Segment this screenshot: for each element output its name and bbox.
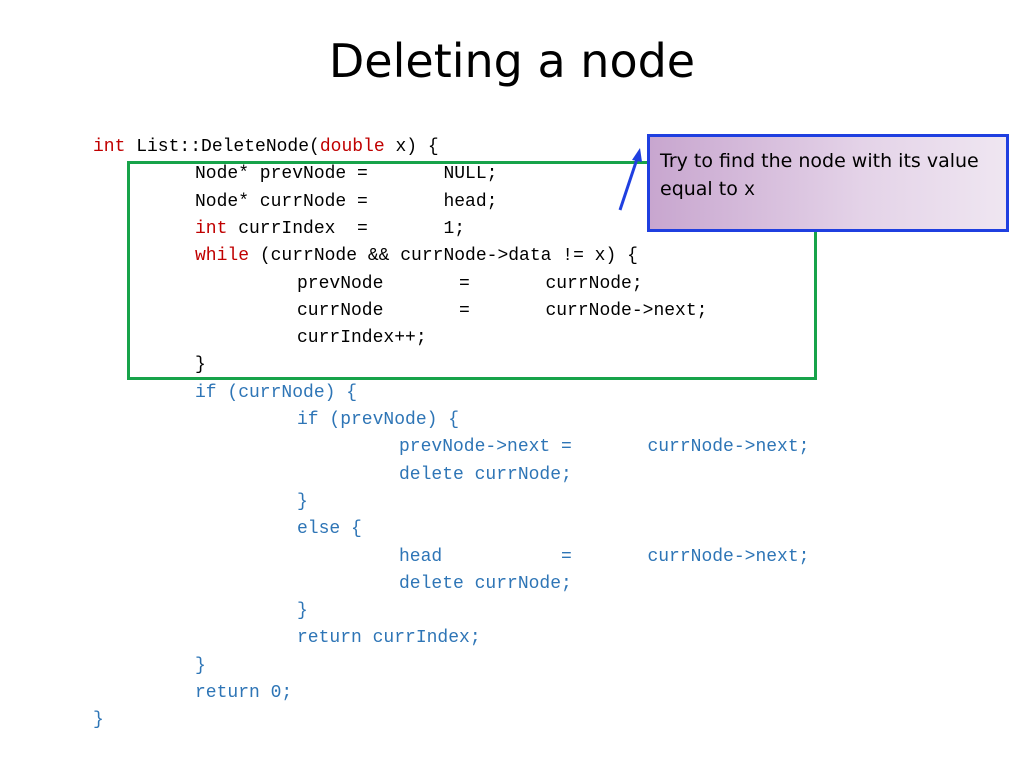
code-token: } (297, 601, 308, 622)
code-token: currNode = currNode->next; (297, 300, 708, 321)
code-line: delete currNode; (399, 571, 572, 598)
code-line: prevNode = currNode; (297, 271, 643, 298)
code-line: } (297, 489, 308, 516)
slide-title: Deleting a node (328, 34, 696, 88)
code-token: } (195, 655, 206, 676)
code-token: currIndex = 1; (227, 218, 466, 239)
code-line: Node* currNode = head; (195, 189, 497, 216)
code-line: if (prevNode) { (297, 407, 459, 434)
code-token: delete currNode; (399, 573, 572, 594)
code-token: else { (297, 519, 362, 540)
code-line: head = currNode->next; (399, 544, 809, 571)
code-token: List::DeleteNode( (125, 137, 320, 157)
code-token: if (prevNode) { (297, 410, 460, 430)
code-line: int currIndex = 1; (195, 216, 465, 243)
code-token: if (currNode) { (195, 382, 358, 403)
code-token: prevNode->next = currNode->next; (399, 437, 810, 458)
search-loop-highlight-box (127, 161, 817, 380)
code-line: } (93, 707, 104, 734)
code-line: else { (297, 516, 362, 543)
code-line: delete currNode; (399, 462, 572, 489)
code-token: } (195, 355, 206, 376)
code-token: return 0; (195, 683, 293, 703)
code-line: } (195, 352, 206, 379)
callout-var: x (743, 179, 756, 201)
code-line: while (currNode && currNode->data != x) … (195, 243, 638, 270)
arrow-line (618, 155, 640, 211)
callout-text: Try to find the node with its value equa… (660, 150, 979, 200)
code-token: int (93, 137, 126, 157)
code-line: return 0; (195, 680, 292, 707)
code-line: prevNode->next = currNode->next; (399, 434, 809, 461)
code-token: Node* prevNode = NULL; (195, 164, 498, 185)
code-token: Node* currNode = head; (195, 191, 498, 212)
code-line: currIndex++; (297, 325, 427, 352)
code-token: } (93, 710, 104, 731)
code-line: } (195, 653, 206, 680)
code-line: return currIndex; (297, 625, 481, 652)
code-token: currIndex++; (297, 328, 427, 349)
callout-box: Try to find the node with its value equa… (647, 134, 1009, 232)
code-line: int List::DeleteNode(double x) { (93, 134, 439, 161)
code-line: currNode = currNode->next; (297, 298, 707, 325)
code-token: prevNode = currNode; (297, 273, 643, 294)
code-token: delete currNode; (399, 464, 572, 485)
code-line: } (297, 598, 308, 625)
code-line: Node* prevNode = NULL; (195, 161, 497, 188)
code-line: if (currNode) { (195, 380, 357, 407)
code-token: return currIndex; (297, 628, 481, 649)
code-token: int (195, 218, 228, 239)
code-token: } (297, 491, 308, 512)
code-token: while (195, 246, 250, 267)
code-token: (currNode && currNode->data != x) { (249, 246, 638, 267)
code-token: x) { (384, 137, 439, 157)
arrow-head (632, 148, 642, 162)
code-token: double (319, 137, 385, 157)
code-token: head = currNode->next; (399, 546, 810, 567)
